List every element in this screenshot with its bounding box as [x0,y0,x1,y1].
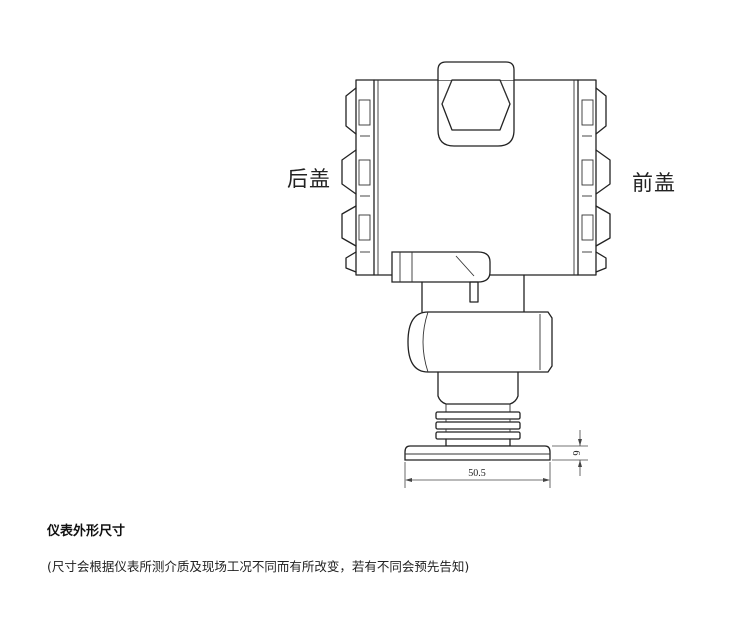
caption-title: 仪表外形尺寸 [47,524,126,539]
housing-body [373,79,579,276]
dimension-height: 6 [552,430,588,476]
width-dimension-label: 50.5 [468,468,486,479]
neck [421,274,525,313]
sensor-body [437,371,519,412]
coupling-ring [407,311,553,373]
flange [404,445,551,461]
height-dimension-label: 6 [570,451,581,456]
transmitter-outline-drawing: 50.5 6 后盖 前盖 [287,61,676,488]
rear-cover-label: 后盖 [287,167,331,191]
caption-note: (尺寸会根据仪表所测介质及现场工况不同而有所改变，若有不同会预先告知) [47,559,470,574]
top-hex-nut [437,61,515,147]
cooling-fins [435,411,521,447]
side-bracket [391,251,491,303]
front-cover-label: 前盖 [632,171,676,195]
front-cover [577,79,611,276]
rear-cover [341,79,375,276]
dimension-width: 50.5 [404,462,551,488]
